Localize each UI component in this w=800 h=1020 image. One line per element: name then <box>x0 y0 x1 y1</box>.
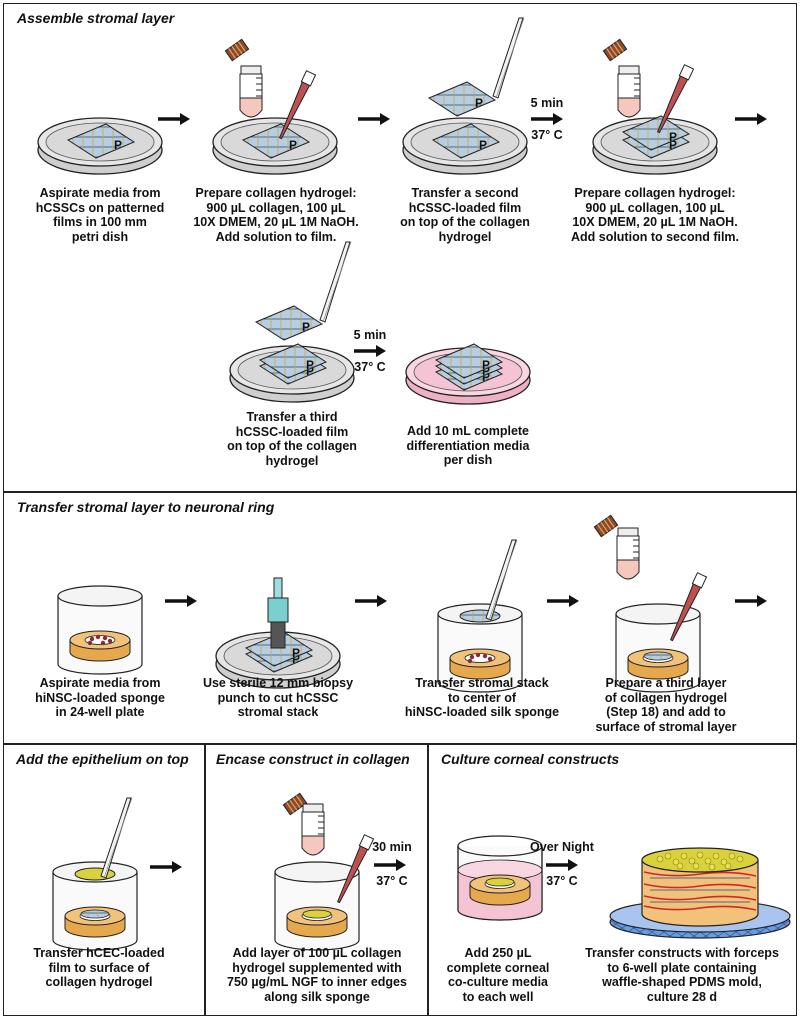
step-caption: Add layer of 100 µL collagen hydrogel su… <box>227 946 407 1004</box>
incubation-temperature: 37° C <box>546 874 578 888</box>
panel-transfer-stromal-layer: Transfer stromal layer to neuronal ring <box>3 492 797 744</box>
arrow-right-icon <box>374 859 406 871</box>
incubation-time: Over Night <box>530 840 594 854</box>
stromal-stack-transfer-illustration <box>437 539 523 693</box>
arrow-right-icon <box>547 595 579 607</box>
third-film-transfer-illustration <box>229 241 355 403</box>
step-caption: Transfer a second hCSSC-loaded film on t… <box>400 186 530 244</box>
incubation-time: 30 min <box>372 840 412 854</box>
collagen-encasing-illustration <box>274 792 375 951</box>
incubation-time: 5 min <box>530 96 564 110</box>
arrow-right-icon <box>358 113 390 125</box>
second-film-transfer-illustration <box>402 17 528 175</box>
step-caption: Use sterile 12 mm biopsy punch to cut hC… <box>202 676 354 719</box>
step-caption: Transfer stromal stack to center of hiNS… <box>404 676 560 719</box>
well-with-sponge-illustration <box>57 585 143 675</box>
panel-add-epithelium: Add the epithelium on top <box>3 744 205 1016</box>
biopsy-punch-illustration <box>215 577 341 689</box>
panel-encase-construct: Encase construct in collagen <box>205 744 428 1016</box>
panel-title: Add the epithelium on top <box>16 751 189 767</box>
collagen-addition-illustration <box>592 38 718 175</box>
step-caption: Transfer a third hCSSC-loaded film on to… <box>227 410 357 468</box>
panel-title: Assemble stromal layer <box>17 10 175 26</box>
arrow-right-icon <box>735 113 767 125</box>
incubation-temperature: 37° C <box>531 128 563 142</box>
step-caption: Aspirate media from hCSSCs on patterned … <box>35 186 165 244</box>
third-collagen-layer-illustration <box>593 514 708 693</box>
collagen-addition-illustration <box>212 38 338 175</box>
step-caption: Transfer hCEC-loaded film to surface of … <box>33 946 165 989</box>
arrow-right-icon <box>150 861 182 873</box>
incubation-temperature: 37° C <box>354 360 386 374</box>
panel-title: Encase construct in collagen <box>216 751 410 767</box>
incubation-temperature: 37° C <box>376 874 408 888</box>
dish-with-media-illustration <box>405 343 531 405</box>
step-caption: Prepare collagen hydrogel: 900 µL collag… <box>570 186 740 244</box>
step-caption: Add 250 µL complete corneal co-culture m… <box>446 946 550 1004</box>
panel-title: Transfer stromal layer to neuronal ring <box>17 499 275 515</box>
arrow-right-icon <box>735 595 767 607</box>
well-with-media-illustration <box>457 835 543 921</box>
incubation-time: 5 min <box>353 328 387 342</box>
arrow-right-icon <box>531 113 563 125</box>
epithelium-transfer-illustration <box>52 797 138 951</box>
step-caption: Prepare collagen hydrogel: 900 µL collag… <box>193 186 359 244</box>
arrow-right-icon <box>158 113 190 125</box>
step-caption: Transfer constructs with forceps to 6-we… <box>585 946 779 1004</box>
panel-assemble-stromal-layer: Assemble stromal layer <box>3 3 797 492</box>
panel-culture-constructs: Culture corneal constructs <box>428 744 797 1016</box>
arrow-right-icon <box>354 345 386 357</box>
arrow-right-icon <box>165 595 197 607</box>
arrow-right-icon <box>355 595 387 607</box>
panel-title: Culture corneal constructs <box>441 751 620 767</box>
petri-dish-with-film-illustration <box>37 117 163 175</box>
step-caption: Add 10 mL complete differentiation media… <box>406 424 530 467</box>
step-caption: Prepare a third layer of collagen hydrog… <box>595 676 737 734</box>
corneal-construct-on-mold-illustration <box>609 847 791 939</box>
arrow-right-icon <box>546 859 578 871</box>
step-caption: Aspirate media from hiNSC-loaded sponge … <box>35 676 165 719</box>
